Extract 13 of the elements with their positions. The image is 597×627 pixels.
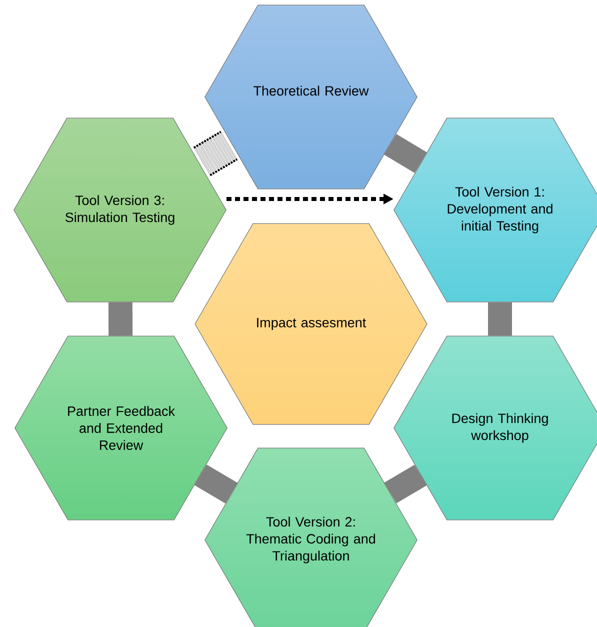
hexagon: Impact assesment <box>194 223 428 425</box>
connector-band <box>488 302 512 336</box>
hexagon: Theoretical Review <box>204 4 418 190</box>
hexagon: Tool Version 2: Thematic Coding and Triangulation <box>204 448 418 627</box>
connector-band <box>384 134 427 173</box>
connector-band <box>108 302 133 336</box>
hexagon: Tool Version 3: Simulation Testing <box>14 118 226 302</box>
hexagon: Tool Version 1: Development and initial Testing <box>394 118 597 302</box>
hexagon: Partner Feedback and Extended Review <box>14 336 228 520</box>
connector-band <box>194 464 238 504</box>
hexagon: Design Thinking workshop <box>394 336 597 520</box>
connector-band <box>384 464 427 504</box>
connector-band <box>193 130 238 176</box>
